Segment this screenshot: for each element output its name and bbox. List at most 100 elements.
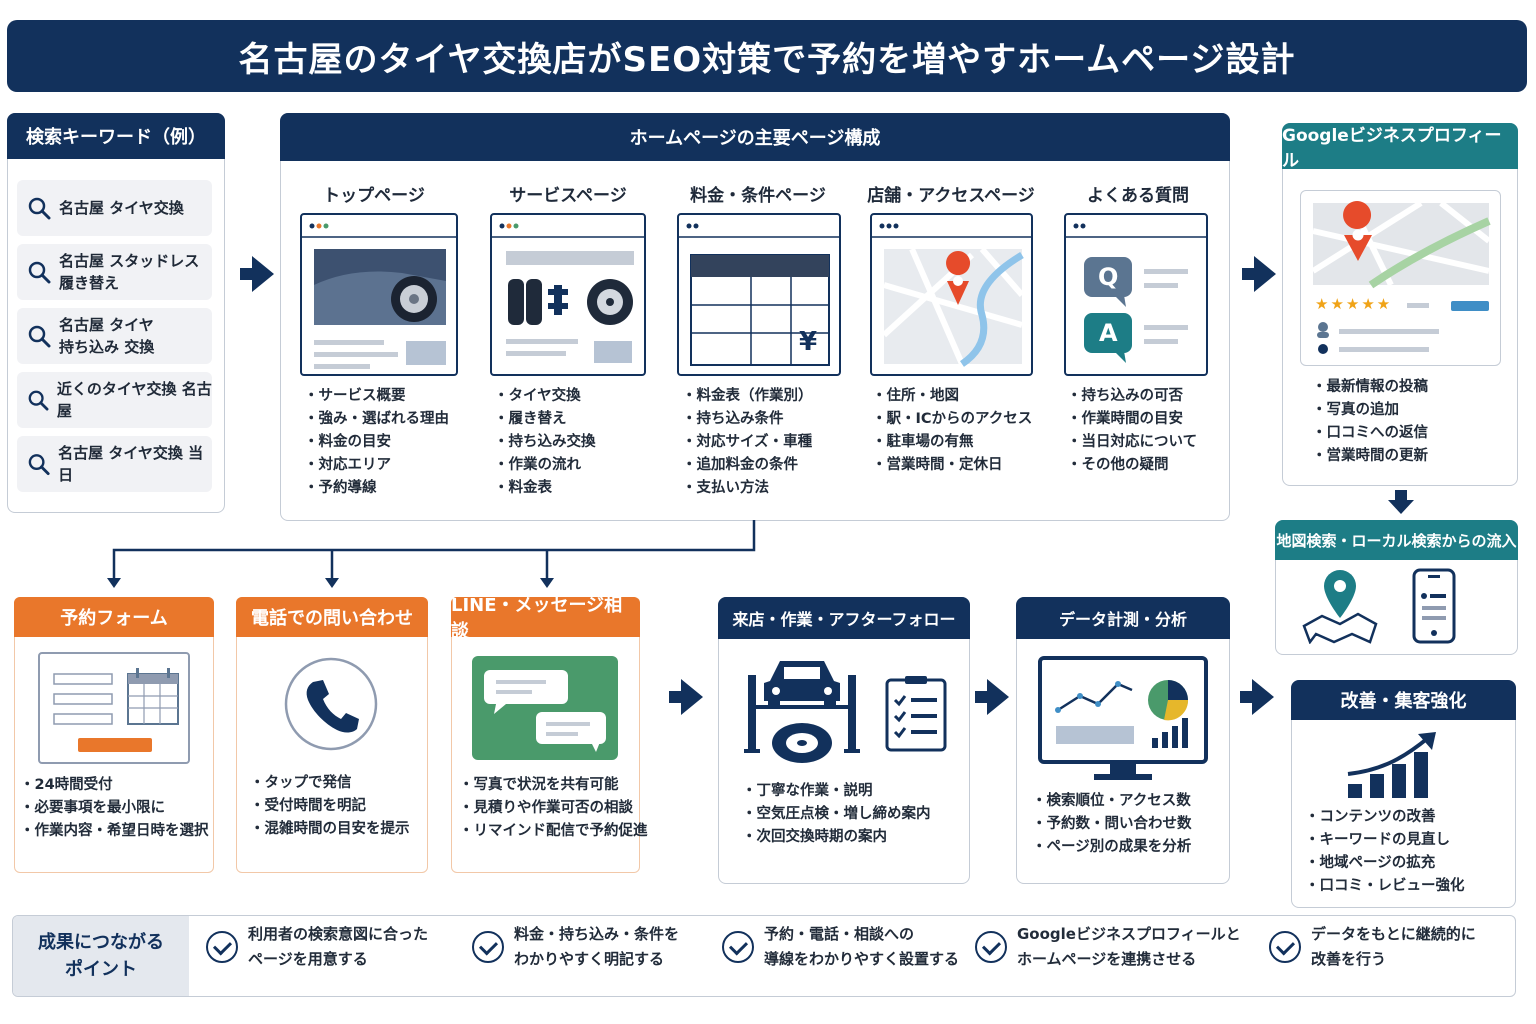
point-item: 利用者の検索意図に合った ページを用意する <box>206 922 428 972</box>
list-item: 支払い方法 <box>682 477 813 500</box>
list-item: キーワードの見直し <box>1305 829 1465 852</box>
point-item: 料金・持ち込み・条件を わかりやすく明記する <box>472 922 679 972</box>
map-pin-icon <box>1311 200 1491 354</box>
list-item: 持ち込みの可否 <box>1067 385 1197 408</box>
list-item: 料金の目安 <box>304 431 449 454</box>
list-item: 営業時間の更新 <box>1312 445 1429 468</box>
q-letter: Q <box>1098 263 1119 291</box>
access-page-list: 住所・地図 駅・ICからのアクセス 駐車場の有無 営業時間・定休日 <box>872 385 1033 477</box>
reservation-form-list: 24時間受付 必要事項を最小限に 作業内容・希望日時を選択 <box>20 774 209 843</box>
arrow-right-icon <box>1242 256 1276 292</box>
list-item: 対応サイズ・車種 <box>682 431 813 454</box>
tire-parts-icon <box>492 223 644 363</box>
list-item: 受付時間を明記 <box>250 795 410 818</box>
arrow-right-icon <box>975 679 1009 715</box>
keyword-item: 名古屋 タイヤ交換 <box>17 180 212 236</box>
structure-header: ホームページの主要ページ構成 <box>280 113 1230 161</box>
list-item: 持ち込み交換 <box>494 431 596 454</box>
arrow-right-icon <box>1240 679 1274 715</box>
page-title-top: トップページ <box>323 186 425 206</box>
phone-list: タップで発信 受付時間を明記 混雑時間の目安を提示 <box>250 772 410 841</box>
point-text: 料金・持ち込み・条件を わかりやすく明記する <box>514 925 680 968</box>
list-item: タップで発信 <box>250 772 410 795</box>
list-item: リマインド配信で予約促進 <box>459 820 648 843</box>
car-lift-icon <box>744 661 860 763</box>
list-item: 予約導線 <box>304 477 449 500</box>
top-page-list: サービス概要 強み・選ばれる理由 料金の目安 対応エリア 予約導線 <box>304 385 450 500</box>
list-item: 当日対応について <box>1067 431 1198 454</box>
points-bar <box>12 915 1516 997</box>
monitor-chart-icon <box>1038 656 1208 780</box>
page-title-service: サービスページ <box>509 186 627 206</box>
check-circle-icon <box>206 931 238 963</box>
access-page-mockup <box>870 213 1033 376</box>
improve-header: 改善・集客強化 <box>1291 680 1516 720</box>
page-title-price: 料金・条件ページ <box>690 186 826 206</box>
qa-bubbles-icon <box>1066 223 1206 363</box>
visit-list: 丁寧な作業・説明 空気圧点検・増し締め案内 次回交換時期の案内 <box>742 780 931 849</box>
car-photo-icon <box>302 223 456 369</box>
phone-header: 電話での問い合わせ <box>236 597 428 637</box>
check-circle-icon <box>975 931 1007 963</box>
form-calendar-icon <box>38 652 190 764</box>
map-pin-icon <box>872 223 1031 367</box>
point-text: Googleビジネスプロフィールと ホームページを連携させる <box>1017 925 1241 968</box>
keyword-label: 名古屋 タイヤ 持ち込み 交換 <box>59 316 155 356</box>
gbp-card: ★★★★★ <box>1300 190 1501 366</box>
list-item: その他の疑問 <box>1067 454 1197 477</box>
point-text: 利用者の検索意図に合った ページを用意する <box>248 925 429 968</box>
list-item: 地域ページの拡充 <box>1305 852 1465 875</box>
list-item: 作業内容・希望日時を選択 <box>20 820 209 843</box>
list-item: 強み・選ばれる理由 <box>304 408 450 431</box>
a-letter: A <box>1099 319 1118 347</box>
yen-symbol: ¥ <box>799 327 818 357</box>
list-item: 駅・ICからのアクセス <box>872 408 1033 431</box>
gbp-header: Googleビジネスプロフィール <box>1282 123 1518 171</box>
keyword-label: 近くのタイヤ交換 名古屋 <box>56 380 212 420</box>
list-item: 作業時間の目安 <box>1067 408 1197 431</box>
search-icon <box>28 325 51 348</box>
list-item: 24時間受付 <box>20 774 209 797</box>
keyword-header: 検索キーワード（例） <box>7 113 225 159</box>
line-list: 写真で状況を共有可能 見積りや作業可否の相談 リマインド配信で予約促進 <box>459 774 648 843</box>
list-item: 料金表 <box>494 477 596 500</box>
phone-icon <box>284 657 378 751</box>
checklist-icon <box>885 676 947 752</box>
improve-list: コンテンツの改善 キーワードの見直し 地域ページの拡充 口コミ・レビュー強化 <box>1305 806 1465 898</box>
page-title-access: 店舗・アクセスページ <box>867 186 1035 206</box>
list-item: 見積りや作業可否の相談 <box>459 797 648 820</box>
map-location-icon <box>1302 570 1378 644</box>
check-circle-icon <box>472 931 504 963</box>
list-item: 検索順位・アクセス数 <box>1032 790 1192 813</box>
keyword-label: 名古屋 タイヤ交換 当日 <box>58 444 204 484</box>
list-item: ページ別の成果を分析 <box>1032 836 1192 859</box>
list-item: コンテンツの改善 <box>1305 806 1465 829</box>
list-item: 住所・地図 <box>872 385 1032 408</box>
point-item: Googleビジネスプロフィールと ホームページを連携させる <box>975 922 1241 972</box>
list-item: タイヤ交換 <box>494 385 596 408</box>
keyword-item: 名古屋 タイヤ交換 当日 <box>17 436 212 492</box>
price-page-mockup: ¥ <box>677 213 841 376</box>
faq-page-list: 持ち込みの可否 作業時間の目安 当日対応について その他の疑問 <box>1067 385 1198 477</box>
list-item: 必要事項を最小限に <box>20 797 209 820</box>
check-circle-icon <box>722 931 754 963</box>
keyword-item: 名古屋 スタッドレス 履き替え <box>17 244 212 300</box>
gbp-list: 最新情報の投稿 写真の追加 口コミへの返信 営業時間の更新 <box>1312 376 1429 468</box>
search-icon <box>28 197 51 220</box>
keyword-label: 名古屋 スタッドレス 履き替え <box>59 252 200 292</box>
list-item: 混雑時間の目安を提示 <box>250 818 410 841</box>
list-item: 写真で状況を共有可能 <box>459 774 648 797</box>
check-circle-icon <box>1269 931 1301 963</box>
service-page-list: タイヤ交換 履き替え 持ち込み交換 作業の流れ 料金表 <box>494 385 596 500</box>
main-title: 名古屋のタイヤ交換店がSEO対策で予約を増やすホームページ設計 <box>7 20 1527 92</box>
list-item: 持ち込み条件 <box>682 408 813 431</box>
point-item: 予約・電話・相談への 導線をわかりやすく設置する <box>722 922 959 972</box>
analytics-header: データ計測・分析 <box>1016 597 1230 639</box>
point-text: 予約・電話・相談への 導線をわかりやすく設置する <box>764 925 960 968</box>
list-item: サービス概要 <box>304 385 449 408</box>
point-item: データをもとに継続的に 改善を行う <box>1269 922 1476 972</box>
keyword-label: 名古屋 タイヤ交換 <box>59 199 184 217</box>
keyword-item: 近くのタイヤ交換 名古屋 <box>17 372 212 428</box>
list-item: 空気圧点検・増し締め案内 <box>742 803 931 826</box>
reservation-form-header: 予約フォーム <box>14 597 214 637</box>
